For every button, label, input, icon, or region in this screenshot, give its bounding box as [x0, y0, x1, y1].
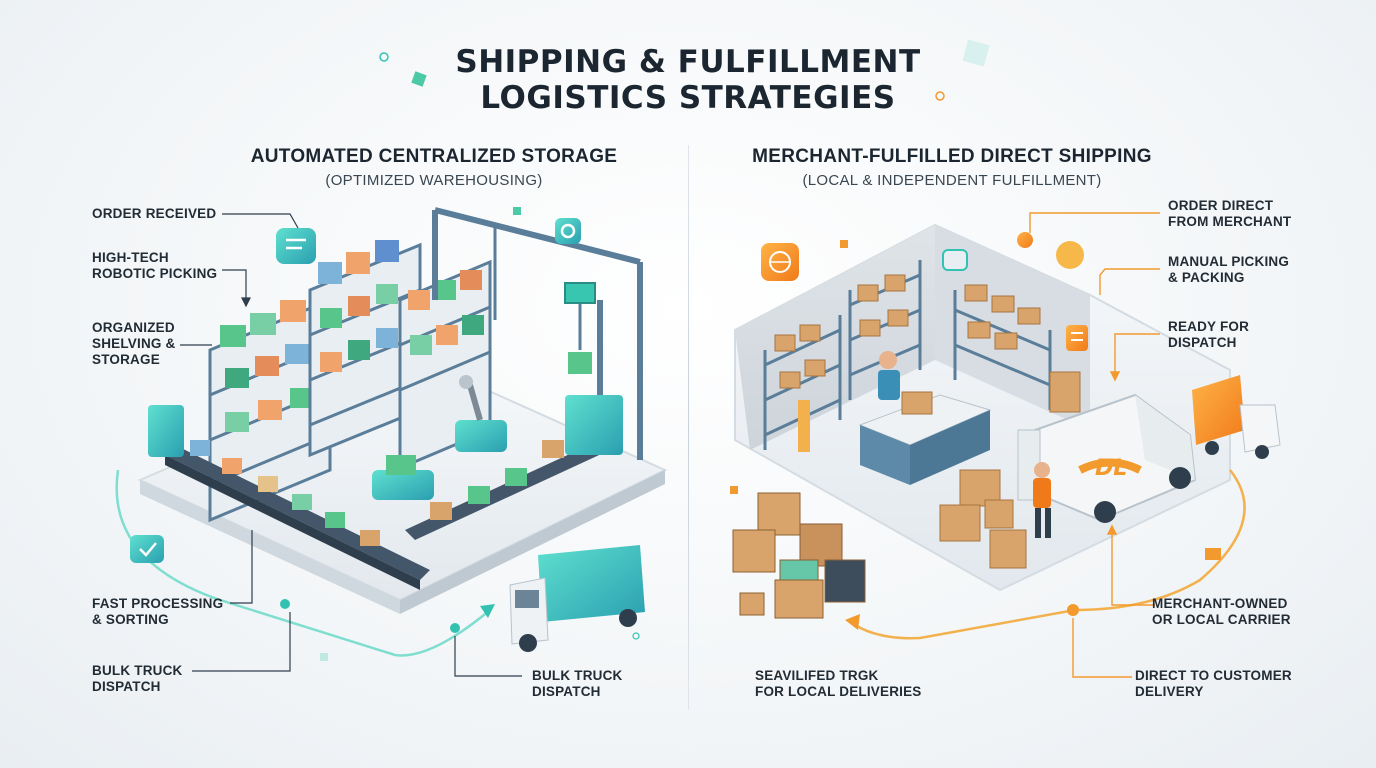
small-orange-truck [1192, 375, 1281, 459]
box-pile-front [732, 492, 866, 619]
bulk-truck [509, 545, 645, 652]
van-logo: DL [1095, 456, 1127, 481]
bollard [798, 400, 810, 452]
label-order-direct: ORDER DIRECT FROM MERCHANT [1168, 198, 1292, 229]
label-manual-picking: MANUAL PICKING & PACKING [1168, 254, 1290, 285]
label-robotic-picking: HIGH-TECH ROBOTIC PICKING [92, 250, 218, 281]
gear-icon [555, 218, 581, 244]
globe-icon [761, 243, 799, 281]
leader-lines-right [1029, 212, 1160, 678]
label-fast-processing: FAST PROCESSING & SORTING [92, 596, 224, 627]
cardboard-boxes-shelves [774, 274, 1081, 413]
label-ready-dispatch: READY FOR DISPATCH [1168, 319, 1250, 350]
delivery-van: DL [1017, 393, 1197, 523]
box-pile-floor [939, 469, 1027, 569]
leader-lines-left [180, 213, 522, 677]
label-local-truck: SEAVILIFED TRGK FOR LOCAL DELIVERIES [755, 668, 922, 699]
label-shelving-storage: ORGANIZED SHELVING & STORAGE [92, 320, 176, 367]
flow-lines-right [845, 469, 1246, 640]
check-icon [130, 535, 164, 563]
label-bulk-dispatch-truck: BULK TRUCK DISPATCH [532, 668, 623, 699]
left-section-subtitle: (OPTIMIZED WAREHOUSING) [325, 172, 543, 189]
label-bulk-dispatch-left: BULK TRUCK DISPATCH [92, 663, 183, 694]
chat-icon [276, 228, 316, 264]
agv-robot [372, 455, 434, 500]
left-section-title: AUTOMATED CENTRALIZED STORAGE [250, 146, 618, 167]
label-local-carrier: MERCHANT-OWNED OR LOCAL CARRIER [1152, 596, 1291, 627]
right-section-subtitle: (LOCAL & INDEPENDENT FULFILLMENT) [802, 172, 1102, 189]
worker-packing [878, 351, 900, 400]
location-pin-icon [1017, 232, 1033, 248]
packing-table [858, 391, 992, 485]
worker-loading [1033, 462, 1051, 538]
right-section-title: MERCHANT-FULFILLED DIRECT SHIPPING [752, 146, 1152, 167]
package-icon [1056, 241, 1084, 269]
main-title-line2: LOGISTICS STRATEGIES [480, 80, 896, 116]
main-title-line1: SHIPPING & FULFILLMENT [455, 44, 921, 80]
label-direct-delivery: DIRECT TO CUSTOMER DELIVERY [1135, 668, 1292, 699]
picking-robot [455, 375, 507, 452]
label-order-received: ORDER RECEIVED [92, 206, 217, 221]
list-icon [1066, 325, 1088, 351]
decorative-cubes [320, 39, 1221, 661]
flow-lines-left [115, 469, 495, 657]
chat-icon-right [942, 249, 968, 271]
conveyor-belts [148, 395, 623, 590]
section-divider [688, 145, 689, 710]
